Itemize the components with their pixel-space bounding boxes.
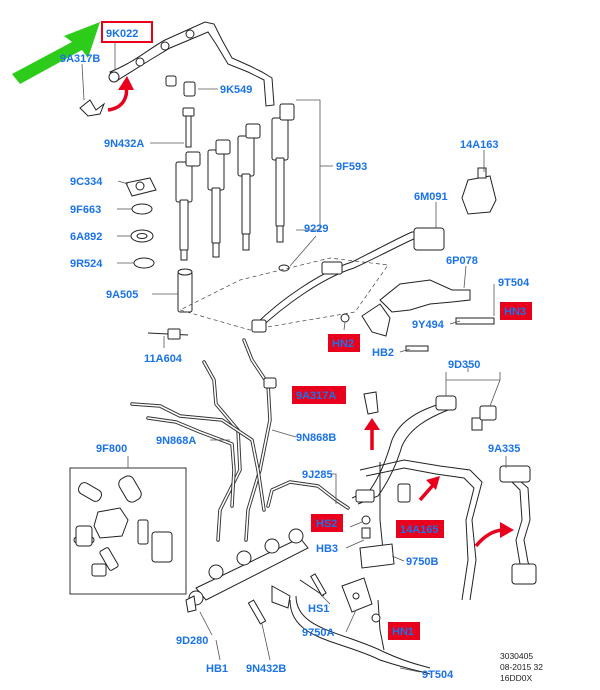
glow-plug-sleeve-9A505 <box>177 268 193 313</box>
red-curved-arrow-top <box>107 76 134 112</box>
label-HB2: HB2 <box>372 347 394 359</box>
hp-pipes-9N868 <box>130 338 277 542</box>
red-arrow-9A317A <box>364 418 380 450</box>
label-9A317B-top: 9A317B <box>60 53 100 65</box>
label-HN2: HN2 <box>332 338 354 350</box>
label-9N432B: 9N432B <box>246 663 286 675</box>
clip-9A317A <box>363 391 379 415</box>
label-HS1: HS1 <box>308 603 329 615</box>
label-6A892: 6A892 <box>70 231 102 243</box>
reference-line-3: 16DD0X <box>500 673 532 683</box>
stud-9N432A <box>182 107 195 148</box>
fuel-rail-9D280 <box>185 528 325 625</box>
label-9R524: 9R524 <box>70 258 103 270</box>
red-curved-arrow-right <box>474 522 514 548</box>
hose-9T504 <box>289 595 431 675</box>
label-6P078: 6P078 <box>446 255 478 267</box>
label-9750B: 9750B <box>406 556 438 568</box>
injector-4 <box>271 103 295 243</box>
label-6M091: 6M091 <box>414 191 448 203</box>
reference-line-2: 08-2015 32 <box>500 662 543 672</box>
label-9K022: 9K022 <box>106 28 138 40</box>
reference-code: 3030405 08-2015 32 16DD0X <box>500 651 543 683</box>
sensor-14A163 <box>461 167 497 215</box>
part-labels: 9K022 9A317B 9K549 9N432A 14A163 9F593 9… <box>60 28 530 681</box>
washers <box>125 177 290 272</box>
label-9F663: 9F663 <box>70 204 101 216</box>
label-9T504-top: 9T504 <box>498 277 530 289</box>
kit-box-9F800 <box>69 467 187 595</box>
label-9750A: 9750A <box>302 627 334 639</box>
label-9A335: 9A335 <box>488 443 520 455</box>
label-9D280: 9D280 <box>176 635 208 647</box>
highlight-boxes <box>101 21 532 640</box>
label-9229: 9229 <box>304 223 328 235</box>
label-9A317A: 9A317A <box>296 390 336 402</box>
pipe-9A335 <box>499 465 537 585</box>
label-HN1: HN1 <box>392 626 414 638</box>
label-9C334: 9C334 <box>70 176 103 188</box>
label-9F593: 9F593 <box>336 161 367 173</box>
cap-9K549 <box>165 75 196 97</box>
wiring-loom-9229 <box>179 227 445 333</box>
label-HN3: HN3 <box>504 306 526 318</box>
clip-9A317B <box>79 99 106 117</box>
injector-1 <box>175 151 201 261</box>
label-9Y494: 9Y494 <box>412 319 445 331</box>
label-HB3: HB3 <box>316 543 338 555</box>
label-HB1: HB1 <box>206 663 228 675</box>
label-9D350: 9D350 <box>448 359 480 371</box>
bracket-9750B <box>359 543 395 569</box>
label-9K549: 9K549 <box>220 84 252 96</box>
label-9N868A: 9N868A <box>156 435 196 447</box>
red-arrow-14A165 <box>418 476 440 502</box>
label-11A604: 11A604 <box>144 353 183 365</box>
leader-lines <box>81 42 507 673</box>
label-14A163: 14A163 <box>460 139 499 151</box>
label-9N868B: 9N868B <box>296 432 336 444</box>
label-9J285: 9J285 <box>302 469 333 481</box>
label-9T504-bottom: 9T504 <box>422 669 454 681</box>
label-14A165: 14A165 <box>400 524 439 536</box>
injector-3 <box>237 123 261 251</box>
label-HS2: HS2 <box>316 518 337 530</box>
return-hoses-9D350 <box>351 395 497 601</box>
bolt-HS1 <box>310 573 327 597</box>
injector-2 <box>207 139 231 258</box>
label-9A505: 9A505 <box>106 289 138 301</box>
label-9N432A: 9N432A <box>104 138 144 150</box>
reference-line-1: 3030405 <box>500 651 533 661</box>
label-9F800: 9F800 <box>96 443 127 455</box>
supply-pipe-9J285 <box>266 480 371 539</box>
bracket-6P078 <box>340 279 495 352</box>
glow-plug-11A604 <box>147 328 189 340</box>
green-pointer-arrow <box>12 22 100 84</box>
bracket-9750A <box>341 577 373 613</box>
leak-off-pipe-9K022 <box>108 21 275 107</box>
